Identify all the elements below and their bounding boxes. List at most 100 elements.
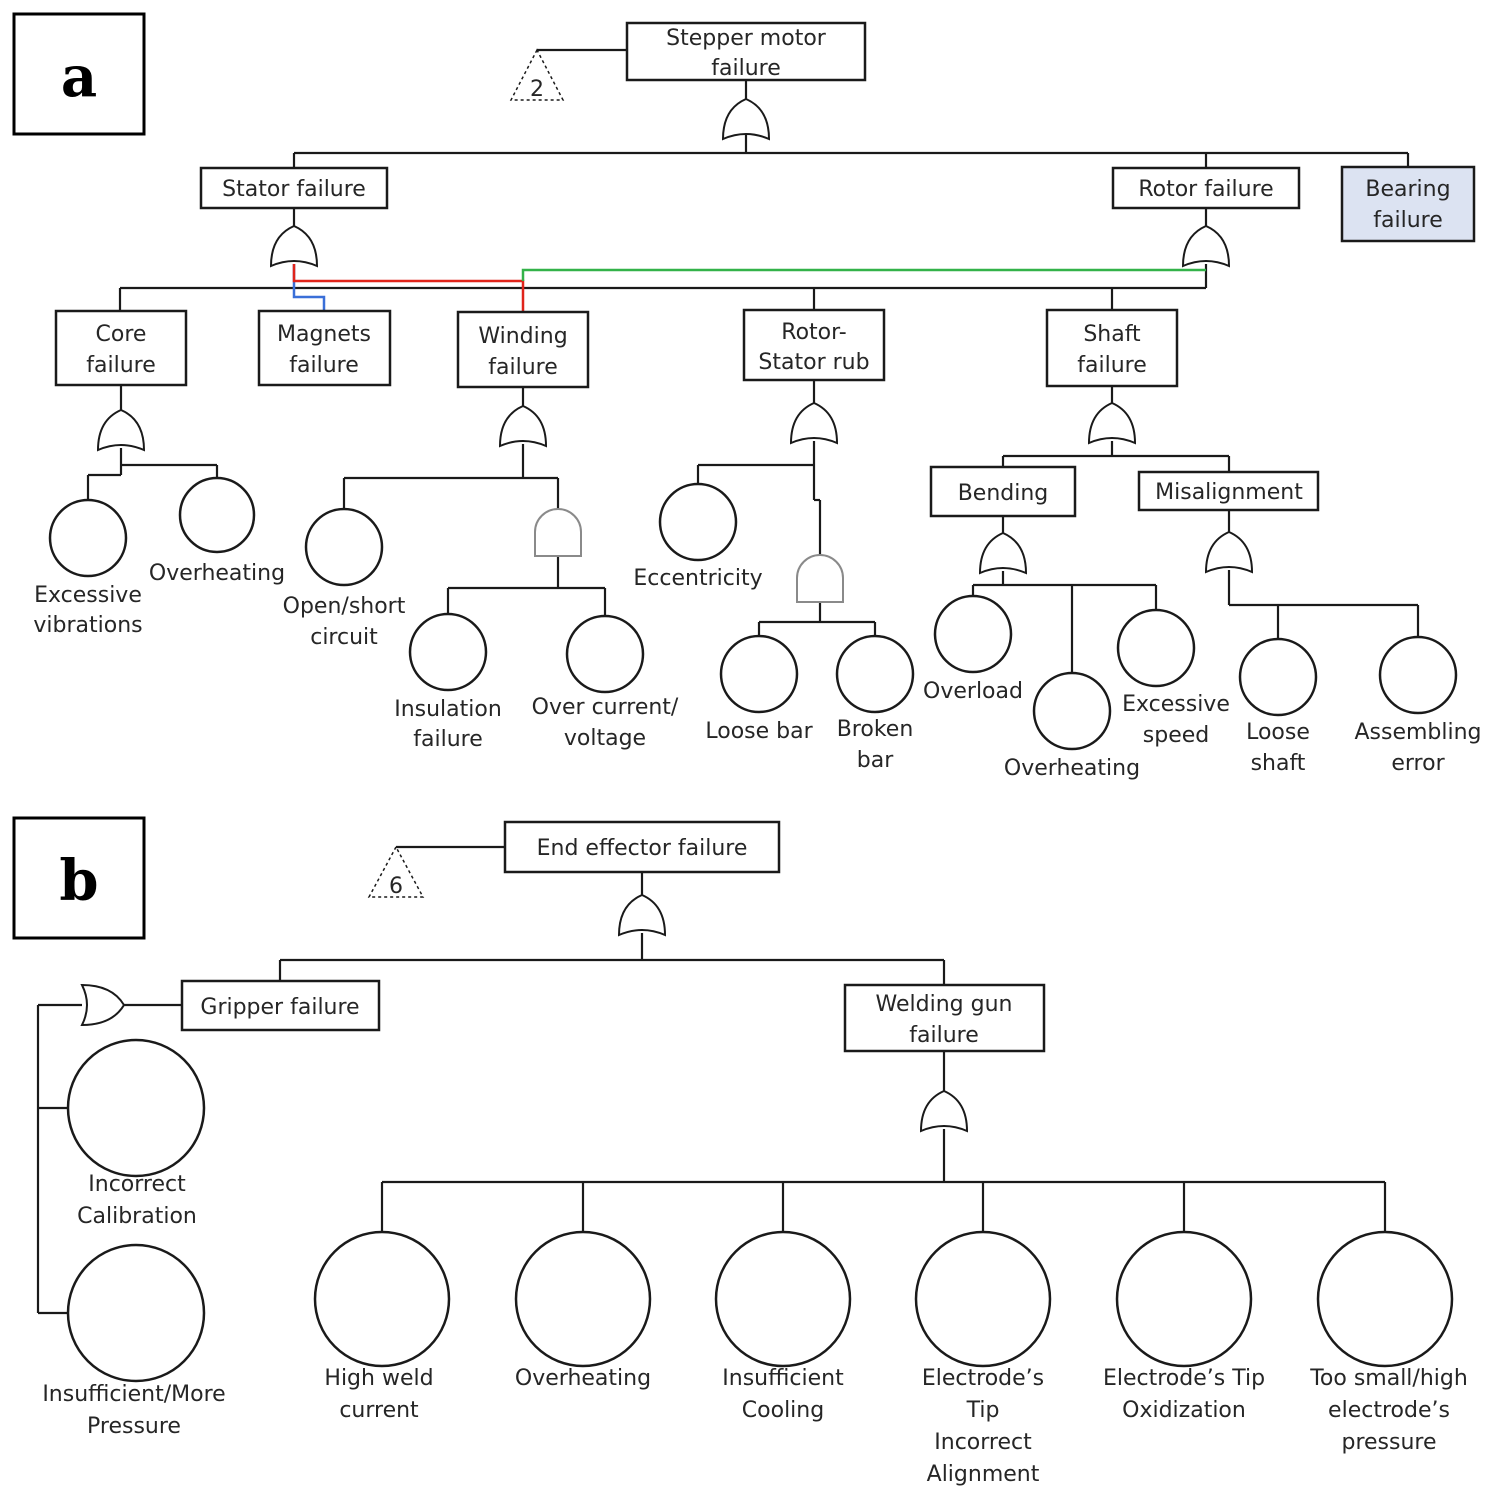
core-line2: failure	[86, 353, 156, 378]
rub-line1: Rotor-	[781, 320, 846, 345]
or-gate	[97, 409, 145, 451]
basic-event-circle	[178, 476, 256, 554]
panel-b: b 6 End effecto	[12, 816, 1468, 1487]
or-gate	[1205, 531, 1253, 573]
basic-event-circle	[48, 498, 128, 578]
magnets-line1: Magnets	[277, 322, 371, 347]
and-gate	[796, 554, 844, 603]
green-link	[521, 268, 1206, 281]
basic-event-circle	[304, 507, 384, 587]
basic-event-circle	[1115, 1230, 1253, 1368]
loose-shaft-line1: Loose	[1246, 720, 1310, 745]
basic-event-circle	[719, 634, 799, 714]
misalignment-label: Misalignment	[1155, 480, 1303, 505]
overload-label: Overload	[923, 679, 1023, 704]
bearing-line1: Bearing	[1365, 177, 1450, 202]
shaft-box	[1045, 308, 1179, 388]
or-gate	[618, 894, 666, 936]
transfer-number-b: 6	[389, 874, 403, 899]
panel-a-label-box	[12, 12, 146, 136]
or-gate	[722, 98, 770, 140]
basic-event-circle	[714, 1230, 852, 1368]
or-gate	[270, 225, 318, 267]
shaft-line1: Shaft	[1083, 322, 1141, 347]
cooling-line2: Cooling	[742, 1398, 824, 1423]
core-overheating-label: Overheating	[149, 561, 285, 586]
transfer-triangle-a	[509, 48, 565, 101]
electrode-pressure-line1: Too small/high	[1309, 1366, 1468, 1391]
bearing-line2: failure	[1373, 208, 1443, 233]
alignment-line3: Incorrect	[934, 1430, 1032, 1455]
panel-b-label: b	[59, 848, 98, 914]
bending-label: Bending	[958, 481, 1049, 506]
loose-bar-label: Loose bar	[705, 719, 813, 744]
broken-bar-line1: Broken	[837, 717, 914, 742]
high-weld-line2: current	[339, 1398, 419, 1423]
alignment-line2: Tip	[966, 1398, 1000, 1423]
welding-line2: failure	[909, 1023, 979, 1048]
gripper-label: Gripper failure	[200, 995, 359, 1020]
panel-a-label: a	[61, 44, 97, 110]
loose-shaft-line2: shaft	[1251, 751, 1306, 776]
basic-event-circle	[1316, 1230, 1454, 1368]
excessive-vibrations-line2: vibrations	[33, 613, 142, 638]
high-weld-line1: High weld	[324, 1366, 433, 1391]
basic-event-circle	[658, 482, 738, 562]
end-effector-label: End effector failure	[537, 836, 748, 861]
pressure-line1: Insufficient/More	[42, 1382, 225, 1407]
magnets-box	[257, 309, 392, 387]
assembling-error-line1: Assembling	[1354, 720, 1481, 745]
basic-event-circle	[933, 594, 1013, 674]
or-gate	[1088, 402, 1136, 444]
welding-box	[843, 983, 1046, 1053]
magnets-line2: failure	[289, 353, 359, 378]
excessive-vibrations-line1: Excessive	[34, 583, 142, 608]
calibration-line2: Calibration	[77, 1204, 197, 1229]
assembling-error-line2: error	[1391, 751, 1445, 776]
or-gate	[790, 402, 838, 444]
or-gate	[499, 405, 547, 447]
or-gate	[1182, 225, 1230, 267]
excessive-speed-line2: speed	[1143, 723, 1209, 748]
panel-a: a 2	[12, 12, 1482, 781]
transfer-triangle-b	[367, 845, 425, 898]
alignment-line1: Electrode’s	[922, 1366, 1044, 1391]
basic-event-circle	[565, 614, 645, 694]
or-gate	[979, 532, 1027, 574]
calibration-line1: Incorrect	[88, 1172, 186, 1197]
winding-box	[456, 310, 590, 389]
over-current-line1: Over current/	[532, 695, 679, 720]
basic-event-circle	[66, 1243, 206, 1383]
rotor-stator-rub-box	[742, 308, 886, 382]
gripper-box	[180, 979, 381, 1032]
basic-event-circle	[66, 1038, 206, 1178]
connectors-a	[86, 80, 1420, 675]
oxidization-line1: Electrode’s Tip	[1103, 1366, 1265, 1391]
bending-box	[929, 465, 1077, 518]
core-line1: Core	[96, 322, 147, 347]
excessive-speed-line1: Excessive	[1122, 692, 1230, 717]
insulation-line2: failure	[413, 727, 483, 752]
winding-line1: Winding	[478, 324, 567, 349]
welding-line1: Welding gun	[876, 992, 1013, 1017]
basic-event-circle	[1238, 637, 1318, 717]
alignment-line4: Alignment	[927, 1462, 1040, 1487]
stator-box	[199, 166, 389, 210]
bend-overheating-label: Overheating	[1004, 756, 1140, 781]
electrode-pressure-line2: electrode’s	[1328, 1398, 1450, 1423]
eccentricity-label: Eccentricity	[633, 566, 762, 591]
cooling-line1: Insufficient	[722, 1366, 844, 1391]
over-current-line2: voltage	[564, 726, 646, 751]
bearing-box	[1340, 165, 1476, 243]
electrode-pressure-line3: pressure	[1341, 1430, 1436, 1455]
basic-event-circle	[514, 1230, 652, 1368]
pressure-line2: Pressure	[87, 1414, 181, 1439]
panel-b-label-box	[12, 816, 146, 940]
top-event-line1: Stepper motor	[666, 26, 827, 51]
top-event-box	[625, 21, 867, 82]
basic-event-circle	[835, 634, 915, 714]
overheating-label: Overheating	[515, 1366, 651, 1391]
rotor-label: Rotor failure	[1138, 177, 1273, 202]
core-box	[54, 309, 188, 387]
